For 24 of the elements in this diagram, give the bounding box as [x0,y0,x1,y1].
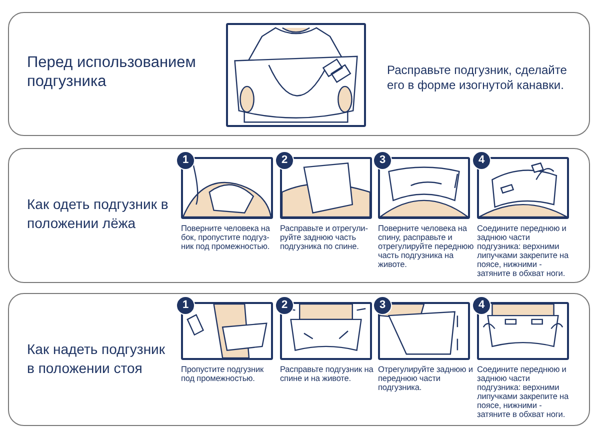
step-number: 3 [373,296,392,315]
diaper-illustration [226,23,366,127]
step-caption: Отрегулируйте заднюю и переднюю части подгузника. [378,365,474,392]
step-caption: Расправьте подгузник на спине и на животе. [280,365,374,383]
section-heading: Перед использованием подгузника [27,53,197,91]
instruction-text: Расправьте подгузник, сделайте его в форме изогнутой канавки. [387,63,568,93]
step-number: 4 [472,296,491,315]
step-caption: Поверните человека на спину, расправьте и отрегулируйте переднюю часть подгузника на животе. [378,224,475,269]
instruction-panel [8,148,590,283]
step-number: 3 [373,151,392,170]
step-number: 2 [275,151,294,170]
step-number: 1 [176,296,195,315]
section-heading: Как одеть подгузник в положении лёжа [27,195,170,233]
step-caption: Соедините переднюю и заднюю части подгузника: верхними липучками закрепите на поясе, нижними - затяните в обхват ноги. [477,365,570,419]
section-heading: Как надеть подгузник в положении стоя [27,340,166,378]
step-number: 2 [275,296,294,315]
step-number: 4 [472,151,491,170]
instruction-panel [8,12,590,136]
step-caption: Расправьте и отрегули-руйте заднюю часть подгузника по спине. [280,224,369,251]
instruction-panel [8,293,590,426]
step-caption: Поверните человека на бок, пропустите подгуз-ник под промежностью. [181,224,271,251]
step-caption: Соедините переднюю и заднюю части подгузника: верхними липучками закрепите на поясе, нижними - затяните в обхват ноги. [477,224,570,278]
step-number: 1 [176,151,195,170]
step-caption: Пропустите подгузник под промежностью. [181,365,265,383]
